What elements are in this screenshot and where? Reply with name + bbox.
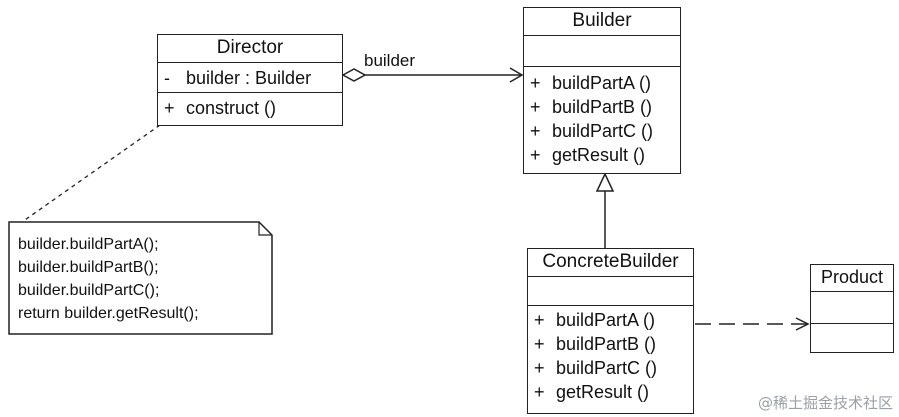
operation-row: + buildPartB () xyxy=(528,332,693,356)
class-name: ConcreteBuilder xyxy=(528,249,693,277)
note-line: builder.buildPartA(); xyxy=(18,236,159,253)
visibility-marker: + xyxy=(534,310,545,330)
visibility-marker: - xyxy=(164,68,170,88)
class-name: Builder xyxy=(524,8,680,36)
note-line: builder.buildPartC(); xyxy=(18,282,160,299)
operation-row: + buildPartC () xyxy=(524,119,680,143)
visibility-marker: + xyxy=(530,97,541,117)
operations-section xyxy=(811,324,893,352)
operations-section: + buildPartA () + buildPartB () + buildP… xyxy=(524,67,680,167)
class-director[interactable]: Director - builder : Builder + construct… xyxy=(157,34,343,126)
visibility-marker: + xyxy=(534,382,545,402)
note-text: builder.buildPartA(); builder.buildPartB… xyxy=(18,233,199,325)
attribute-row: - builder : Builder xyxy=(158,66,342,90)
operations-section: + construct () xyxy=(158,93,342,122)
operation-text: construct () xyxy=(186,98,277,118)
operation-row: + getResult () xyxy=(524,143,680,167)
attributes-section xyxy=(528,277,693,306)
attributes-section xyxy=(811,292,893,324)
note-line: return builder.getResult(); xyxy=(18,305,199,322)
operation-text: getResult () xyxy=(556,382,650,402)
class-name: Director xyxy=(158,35,342,63)
attributes-section: - builder : Builder xyxy=(158,63,342,93)
visibility-marker: + xyxy=(530,121,541,141)
generalization-connector xyxy=(595,172,615,248)
operation-text: getResult () xyxy=(552,145,646,165)
watermark: @稀土掘金技术社区 xyxy=(757,394,893,412)
attribute-text: builder : Builder xyxy=(186,68,312,88)
operation-row: + buildPartA () xyxy=(524,71,680,95)
visibility-marker: + xyxy=(534,358,545,378)
visibility-marker: + xyxy=(164,98,175,118)
operation-row: + buildPartA () xyxy=(528,308,693,332)
class-builder[interactable]: Builder + buildPartA () + buildPartB () … xyxy=(523,7,681,174)
visibility-marker: + xyxy=(530,145,541,165)
class-product[interactable]: Product xyxy=(810,264,894,353)
operation-text: buildPartC () xyxy=(552,121,654,141)
dependency-connector xyxy=(695,317,810,331)
operation-text: buildPartA () xyxy=(556,310,656,330)
note-anchor-line xyxy=(21,124,161,223)
association-label: builder xyxy=(364,51,416,70)
operation-row: + buildPartB () xyxy=(524,95,680,119)
operation-text: buildPartA () xyxy=(552,73,652,93)
operation-row: + construct () xyxy=(158,96,342,120)
operations-section: + buildPartA () + buildPartB () + buildP… xyxy=(528,306,693,404)
aggregation-connector xyxy=(341,67,524,83)
visibility-marker: + xyxy=(530,73,541,93)
operation-text: buildPartB () xyxy=(556,334,657,354)
attributes-section xyxy=(524,36,680,67)
class-concrete-builder[interactable]: ConcreteBuilder + buildPartA () + buildP… xyxy=(527,248,694,414)
class-name: Product xyxy=(811,265,893,292)
note-box[interactable]: builder.buildPartA(); builder.buildPartB… xyxy=(8,221,273,335)
note-line: builder.buildPartB(); xyxy=(18,259,159,276)
operation-text: buildPartC () xyxy=(556,358,658,378)
operation-row: + getResult () xyxy=(528,380,693,404)
operation-row: + buildPartC () xyxy=(528,356,693,380)
operation-text: buildPartB () xyxy=(552,97,653,117)
visibility-marker: + xyxy=(534,334,545,354)
note-shape xyxy=(8,221,273,335)
